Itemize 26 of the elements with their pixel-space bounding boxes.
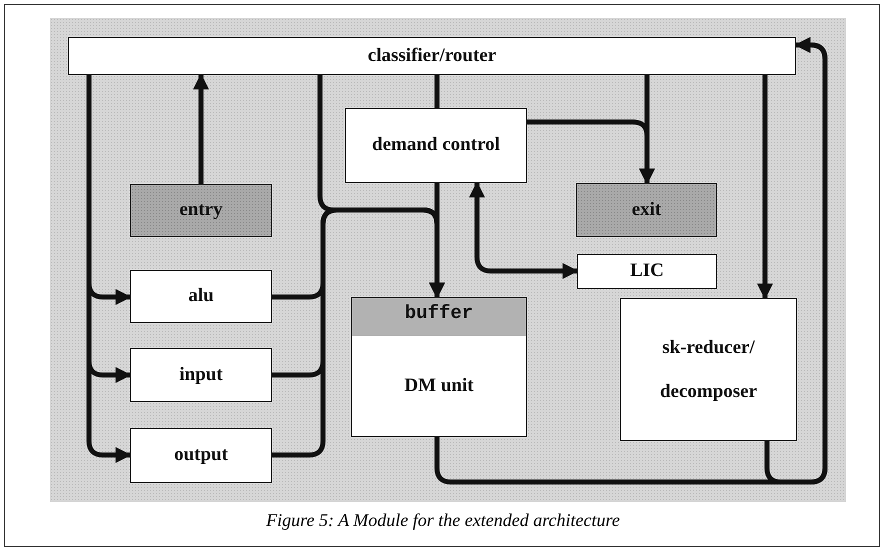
node-label: LIC bbox=[630, 259, 664, 284]
node-label: alu bbox=[188, 284, 214, 308]
node-label: exit bbox=[632, 198, 662, 222]
node-label: demand control bbox=[372, 133, 500, 158]
figure-caption: Figure 5: A Module for the extended architecture bbox=[265, 510, 621, 531]
arrow bbox=[764, 37, 828, 484]
process-box bbox=[130, 428, 272, 483]
arrow bbox=[469, 181, 579, 279]
node-label: output bbox=[174, 443, 228, 468]
arrow bbox=[193, 73, 209, 184]
node-label: sk-reducer/ decomposer bbox=[658, 336, 758, 404]
buffer-header: buffer bbox=[352, 298, 526, 336]
process-box bbox=[68, 37, 796, 75]
arrow bbox=[757, 75, 773, 300]
process-box bbox=[130, 270, 272, 323]
node-label: input bbox=[179, 362, 223, 387]
node-label: DM unit bbox=[404, 374, 474, 398]
node-label: classifier/router bbox=[368, 44, 496, 68]
process-box bbox=[576, 183, 717, 237]
process-box bbox=[130, 184, 272, 237]
process-box bbox=[130, 348, 272, 402]
process-box bbox=[345, 108, 527, 183]
process-box bbox=[577, 254, 717, 289]
process-box bbox=[620, 298, 797, 441]
process-box bbox=[351, 297, 527, 437]
node-label: entry bbox=[179, 198, 223, 222]
